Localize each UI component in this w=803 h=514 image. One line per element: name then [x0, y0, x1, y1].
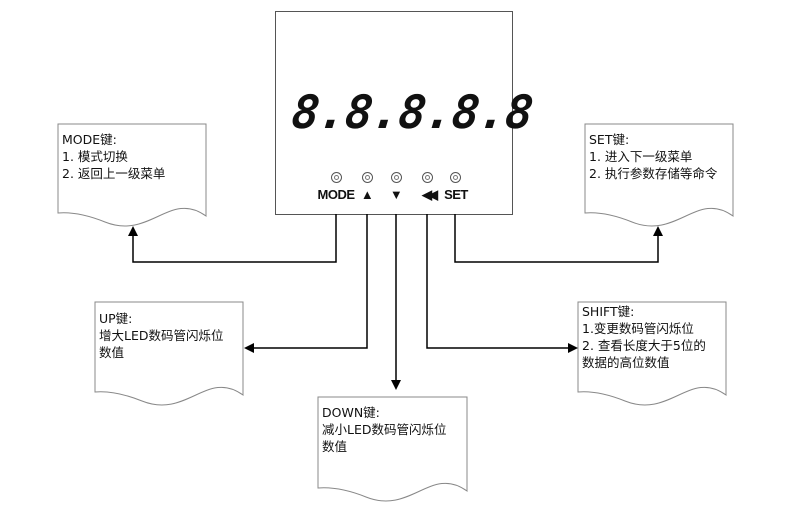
shift-connector	[426, 214, 578, 353]
note-line: 1.变更数码管闪烁位	[582, 321, 694, 336]
note-line: 减小LED数码管闪烁位	[322, 422, 447, 437]
mode-note-shape	[57, 123, 207, 227]
down-button[interactable]: ▼	[389, 187, 403, 202]
note-line: 数值	[99, 345, 125, 360]
shift-note: SHIFT键: 1.变更数码管闪烁位 2. 查看长度大于5位的 数据的高位数值	[582, 303, 706, 371]
set-led-icon	[450, 172, 461, 183]
note-line: 2. 查看长度大于5位的	[582, 338, 706, 353]
down-note-shape	[317, 396, 468, 502]
note-line: 1. 进入下一级菜单	[589, 149, 693, 164]
mode-led-icon	[331, 172, 342, 183]
mode-connector	[128, 214, 337, 263]
shift-button[interactable]: ◀◀	[422, 187, 438, 202]
set-note: SET键: 1. 进入下一级菜单 2. 执行参数存储等命令	[589, 131, 717, 182]
note-title: MODE键:	[62, 132, 117, 147]
note-line: 数据的高位数值	[582, 355, 670, 370]
note-title: DOWN键:	[322, 405, 380, 420]
down-led-icon	[391, 172, 402, 183]
down-note: DOWN键: 减小LED数码管闪烁位 数值	[322, 404, 447, 455]
note-title: UP键:	[99, 311, 133, 326]
note-title: SHIFT键:	[582, 304, 635, 319]
up-button[interactable]: ▲	[360, 187, 374, 202]
note-line: 2. 返回上一级菜单	[62, 166, 166, 181]
note-line: 数值	[322, 439, 348, 454]
note-line: 增大LED数码管闪烁位	[99, 328, 224, 343]
note-line: 1. 模式切换	[62, 149, 128, 164]
set-button[interactable]: SET	[444, 187, 468, 202]
up-note-shape	[94, 301, 244, 406]
shift-note-shape	[577, 301, 727, 406]
shift-led-icon	[422, 172, 433, 183]
mode-note: MODE键: 1. 模式切换 2. 返回上一级菜单	[62, 131, 165, 182]
up-connector	[244, 214, 368, 353]
up-note: UP键: 增大LED数码管闪烁位 数值	[99, 310, 224, 361]
note-title: SET键:	[589, 132, 630, 147]
set-note-shape	[584, 123, 734, 227]
led-display: 8.8.8.8.8	[289, 85, 536, 139]
mode-button[interactable]: MODE	[317, 187, 356, 202]
note-line: 2. 执行参数存储等命令	[589, 166, 718, 181]
up-led-icon	[362, 172, 373, 183]
set-connector	[454, 214, 663, 263]
